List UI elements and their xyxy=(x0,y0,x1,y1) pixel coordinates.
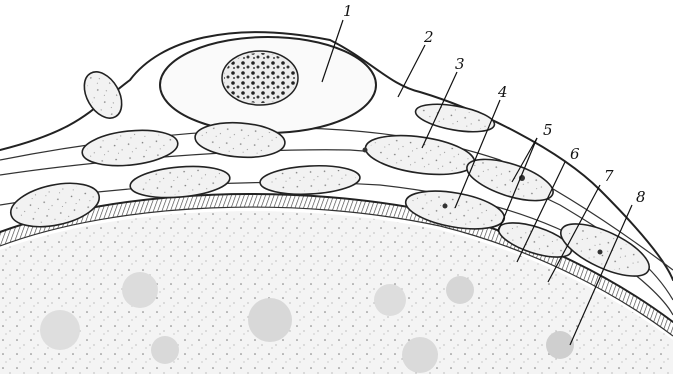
label-5: 5 xyxy=(543,121,553,139)
large-oval-cell xyxy=(160,37,376,133)
label-7: 7 xyxy=(604,167,614,185)
label-4: 4 xyxy=(497,83,508,101)
label-3: 3 xyxy=(455,55,465,73)
label-1: 1 xyxy=(343,2,353,20)
label-2: 2 xyxy=(423,28,434,46)
label-8: 8 xyxy=(636,188,646,206)
label-6: 6 xyxy=(570,145,580,163)
